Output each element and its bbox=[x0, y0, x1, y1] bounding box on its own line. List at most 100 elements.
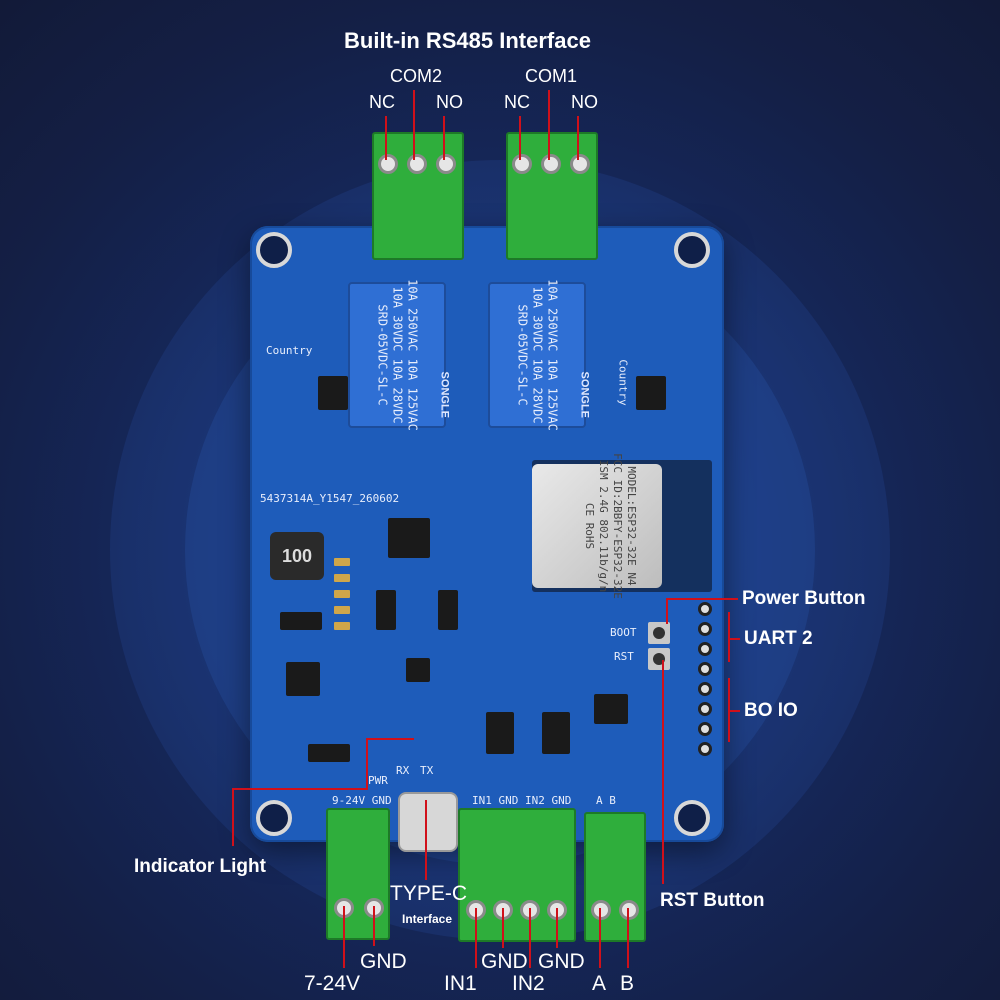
inductor: 100 bbox=[270, 532, 324, 580]
tx-silk: TX bbox=[420, 764, 434, 777]
lead-in2 bbox=[529, 908, 531, 968]
com1-screw-no bbox=[570, 154, 590, 174]
header-pin-1 bbox=[698, 602, 712, 616]
header-pin-5 bbox=[698, 682, 712, 696]
cap-c6 bbox=[334, 558, 350, 566]
in1-label: IN1 bbox=[444, 972, 477, 995]
diode-d4 bbox=[376, 590, 396, 630]
ab-silk: A B bbox=[596, 794, 616, 807]
com1-screw-com bbox=[541, 154, 561, 174]
in2-label: IN2 bbox=[512, 972, 545, 995]
lead-bo-io bbox=[728, 710, 740, 712]
input-terminal[interactable] bbox=[458, 808, 576, 942]
rx-silk: RX bbox=[396, 764, 410, 777]
usb-c-port[interactable] bbox=[398, 792, 458, 852]
in-gnd1-label: GND bbox=[481, 950, 528, 973]
type-c-label: TYPE-C bbox=[390, 882, 468, 905]
rs485-ic bbox=[594, 694, 628, 724]
rs485-b-label: B bbox=[620, 972, 635, 995]
pcb-board: 10A 250VAC 10A 125VAC 10A 30VDC 10A 28VD… bbox=[250, 226, 724, 852]
relay-com2: 10A 250VAC 10A 125VAC 10A 30VDC 10A 28VD… bbox=[348, 279, 450, 431]
pwr-silk: PWR bbox=[368, 774, 388, 787]
bo-io-label: BO IO bbox=[744, 700, 798, 721]
rs485-screw-b bbox=[619, 900, 639, 920]
lead-power-v bbox=[343, 906, 345, 968]
lead-com1 bbox=[548, 90, 550, 160]
input-opto-2 bbox=[542, 712, 570, 754]
optocoupler-right bbox=[636, 376, 666, 410]
lead-indicator-mid bbox=[232, 788, 368, 790]
cap-c5 bbox=[334, 574, 350, 582]
com2-label: COM2 bbox=[390, 66, 443, 86]
com1-nc-label: NC bbox=[504, 92, 530, 112]
boot-silk: BOOT bbox=[610, 626, 637, 639]
header-pin-4 bbox=[698, 662, 712, 676]
lead-indicator-v2 bbox=[232, 788, 234, 846]
header-pin-2 bbox=[698, 622, 712, 636]
header-pin-8 bbox=[698, 742, 712, 756]
lead-in-gnd2 bbox=[556, 908, 558, 948]
cap-c4 bbox=[334, 606, 350, 614]
lead-power-button-v bbox=[666, 598, 668, 624]
ic-u2 bbox=[406, 658, 430, 682]
optocoupler-left bbox=[318, 376, 348, 410]
lead-com2 bbox=[413, 90, 415, 160]
rst-button-label: RST Button bbox=[660, 890, 765, 911]
diode-d3 bbox=[438, 590, 458, 630]
lead-type-c bbox=[425, 800, 427, 880]
relay-com2-text: 10A 250VAC 10A 125VAC 10A 30VDC 10A 28VD… bbox=[375, 279, 420, 431]
com1-terminal[interactable] bbox=[506, 132, 598, 260]
mount-hole-br bbox=[674, 800, 710, 836]
power-in-label: 7-24V bbox=[304, 972, 361, 995]
com1-no-label: NO bbox=[571, 92, 598, 112]
lead-uart2 bbox=[728, 638, 740, 640]
lead-in1 bbox=[475, 908, 477, 968]
bracket-uart2 bbox=[728, 612, 730, 662]
lead-rs485-b bbox=[627, 908, 629, 968]
regulator bbox=[388, 518, 430, 558]
input-opto-1 bbox=[486, 712, 514, 754]
indicator-light-label: Indicator Light bbox=[134, 856, 266, 877]
rs485-terminal[interactable] bbox=[584, 812, 646, 942]
com2-nc-label: NC bbox=[369, 92, 395, 112]
input-silk: IN1 GND IN2 GND bbox=[472, 794, 572, 807]
rs485-screw-a bbox=[591, 900, 611, 920]
power-gnd-label: GND bbox=[360, 950, 407, 973]
mount-hole-tl bbox=[256, 232, 292, 268]
lead-power-button bbox=[666, 598, 738, 600]
lead-rst-button bbox=[662, 660, 664, 884]
relay-com2-brand: SONGLE bbox=[438, 371, 450, 418]
serial-silk: 5437314A_Y1547_260602 bbox=[260, 492, 400, 505]
uart2-label: UART 2 bbox=[744, 628, 813, 649]
lead-com1-no bbox=[577, 116, 579, 160]
mount-hole-bl bbox=[256, 800, 292, 836]
lead-com2-no bbox=[443, 116, 445, 160]
com2-screw-com bbox=[407, 154, 427, 174]
ic-u1 bbox=[286, 662, 320, 696]
com2-screw-no bbox=[436, 154, 456, 174]
rst-button[interactable] bbox=[648, 648, 670, 670]
lead-indicator-top bbox=[366, 738, 414, 740]
type-c-sub-label: Interface bbox=[402, 912, 453, 926]
header-pin-6 bbox=[698, 702, 712, 716]
relay-com1-brand: SONGLE bbox=[578, 371, 590, 418]
diode-d1 bbox=[280, 612, 322, 630]
in-gnd2-label: GND bbox=[538, 950, 585, 973]
com2-terminal[interactable] bbox=[372, 132, 464, 260]
lead-in-gnd1 bbox=[502, 908, 504, 948]
mount-hole-tr bbox=[674, 232, 710, 268]
rs485-a-label: A bbox=[592, 972, 607, 995]
cap-c3 bbox=[334, 590, 350, 598]
diode-d2 bbox=[308, 744, 350, 762]
power-terminal[interactable] bbox=[326, 808, 390, 940]
power-silk: 9-24V GND bbox=[332, 794, 392, 807]
lead-com2-nc bbox=[385, 116, 387, 160]
boot-button[interactable] bbox=[648, 622, 670, 644]
page-title: Built-in RS485 Interface bbox=[344, 28, 591, 53]
relay-com1-text: 10A 250VAC 10A 125VAC 10A 30VDC 10A 28VD… bbox=[515, 279, 560, 431]
inductor-label: 100 bbox=[281, 546, 313, 566]
country-right-silk: Country bbox=[616, 359, 630, 406]
power-button-label: Power Button bbox=[742, 588, 866, 609]
lead-indicator-v1 bbox=[366, 738, 368, 790]
header-pin-3 bbox=[698, 642, 712, 656]
